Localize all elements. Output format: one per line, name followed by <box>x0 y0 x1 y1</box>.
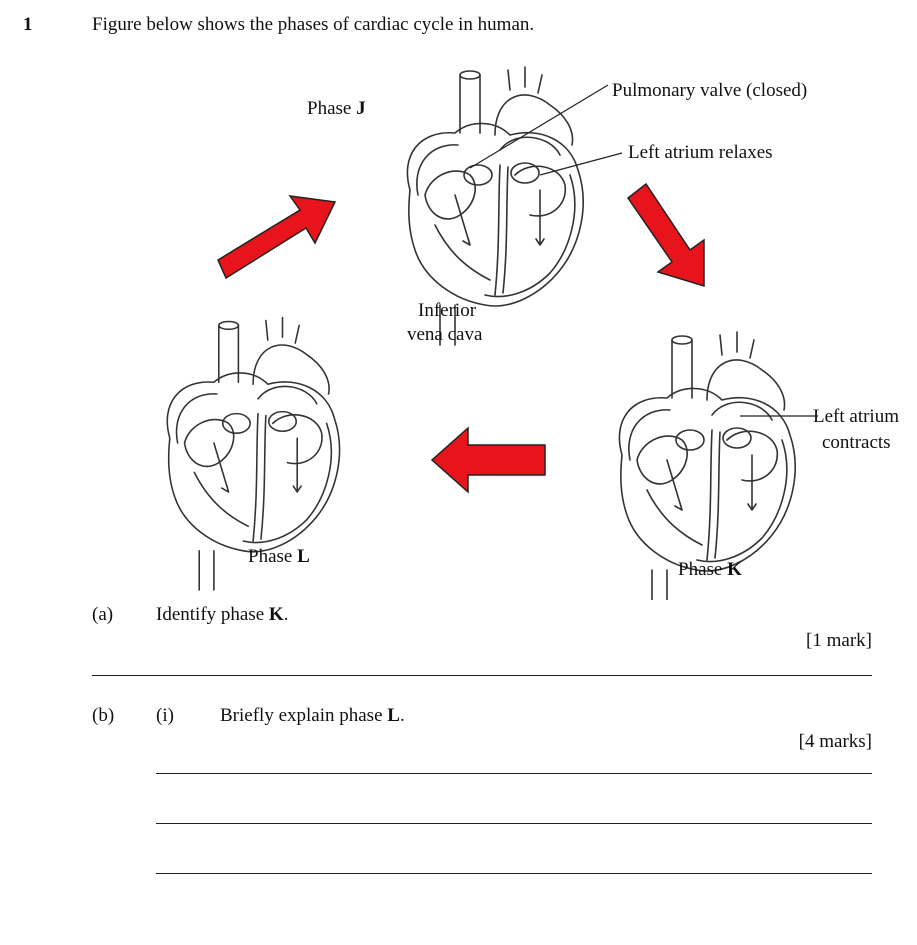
part-a-label: (a) <box>92 604 114 625</box>
part-b-label: (b) <box>92 705 115 726</box>
pulmonary-valve-label: Pulmonary valve (closed) <box>612 80 808 101</box>
phase-k-label: Phase K <box>678 559 742 580</box>
part-b-question: Briefly explain phase L. <box>220 705 405 726</box>
part-b-answer-line-1[interactable] <box>156 773 872 774</box>
vena-cava-label: vena cava <box>407 324 483 345</box>
question-number: 1 <box>23 14 33 35</box>
part-a-marks: [1 mark] <box>806 630 872 651</box>
arrow-k-to-l <box>430 426 546 494</box>
phase-l-label: Phase L <box>248 546 310 567</box>
phase-j-label: Phase J <box>307 98 366 119</box>
cardiac-cycle-diagram <box>166 66 818 600</box>
left-atrium-relaxes-leader <box>539 152 623 176</box>
left-atrium-contracts-label-2: contracts <box>822 432 891 453</box>
part-b-answer-line-3[interactable] <box>156 873 872 874</box>
inferior-label: Inferior <box>418 300 477 321</box>
part-b-answer-line-2[interactable] <box>156 823 872 824</box>
left-atrium-contracts-label-1: Left atrium <box>813 406 899 427</box>
question-stem: Figure below shows the phases of cardiac… <box>92 14 535 35</box>
part-b-marks: [4 marks] <box>798 731 872 752</box>
left-atrium-relaxes-label: Left atrium relaxes <box>628 142 773 163</box>
part-b-sub-label: (i) <box>156 705 174 726</box>
arrow-l-to-j <box>217 195 337 280</box>
part-a-question: Identify phase K. <box>156 604 289 625</box>
pulmonary-valve-leader <box>469 84 609 169</box>
arrow-j-to-k <box>626 182 705 288</box>
part-a-answer-line[interactable] <box>92 675 872 676</box>
